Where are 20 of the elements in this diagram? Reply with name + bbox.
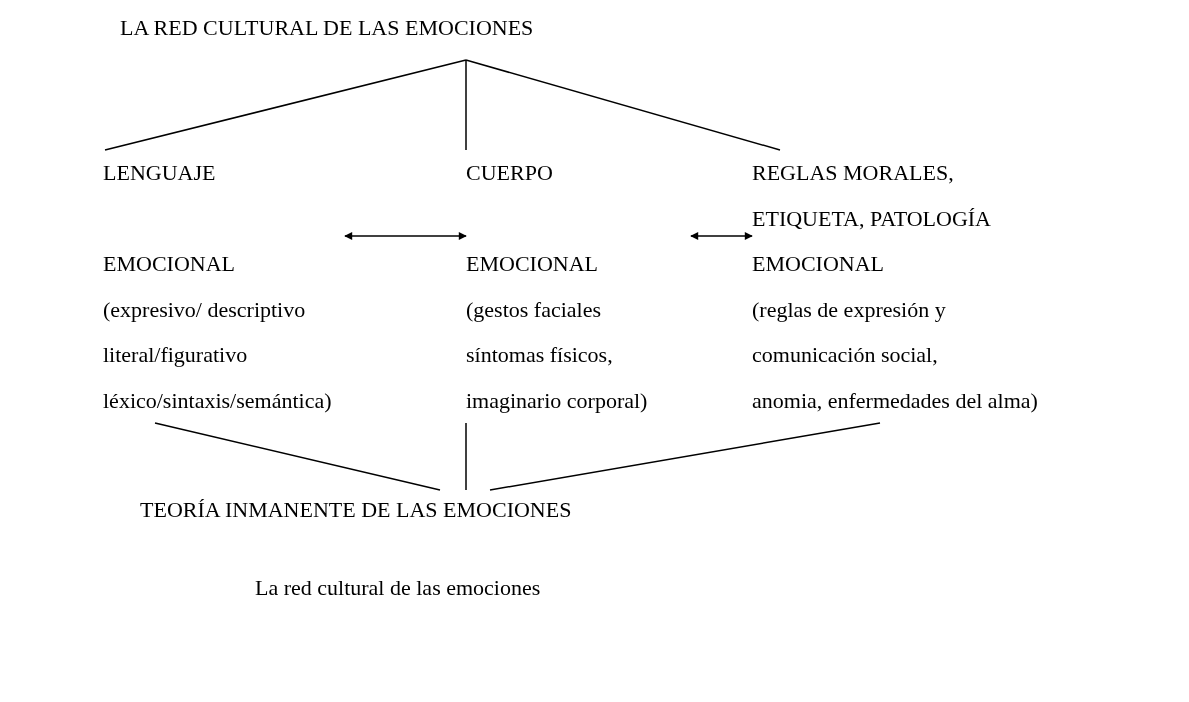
node-description: (reglas de expresión y comunicación social, anomia, enfermedades del alma) <box>752 295 1039 415</box>
node-heading: EMOCIONAL <box>752 250 885 278</box>
connector-line <box>465 59 467 151</box>
connector-line <box>154 422 441 491</box>
caption: La red cultural de las emociones <box>255 574 541 602</box>
node-description: (expresivo/ descriptivo literal/figurativo léxico/sintaxis/semántica) <box>103 295 333 415</box>
node-description: (gestos faciales síntomas físicos, imaginario corporal) <box>466 295 649 415</box>
connector-line <box>465 59 781 151</box>
connector-line <box>104 59 467 151</box>
node-heading: EMOCIONAL <box>466 250 599 278</box>
node-label: TEORÍA INMANENTE DE LAS EMOCIONES <box>140 496 572 524</box>
node-heading: EMOCIONAL <box>103 250 236 278</box>
title-text: LA RED CULTURAL DE LAS EMOCIONES <box>120 14 534 42</box>
node-heading: CUERPO <box>466 159 554 187</box>
double-arrow <box>690 232 753 240</box>
node-heading: REGLAS MORALES, ETIQUETA, PATOLOGÍA <box>752 159 992 233</box>
node-heading: LENGUAJE <box>103 159 217 187</box>
double-arrow <box>344 232 467 240</box>
connector-line <box>489 422 881 491</box>
connector-line <box>465 422 467 491</box>
